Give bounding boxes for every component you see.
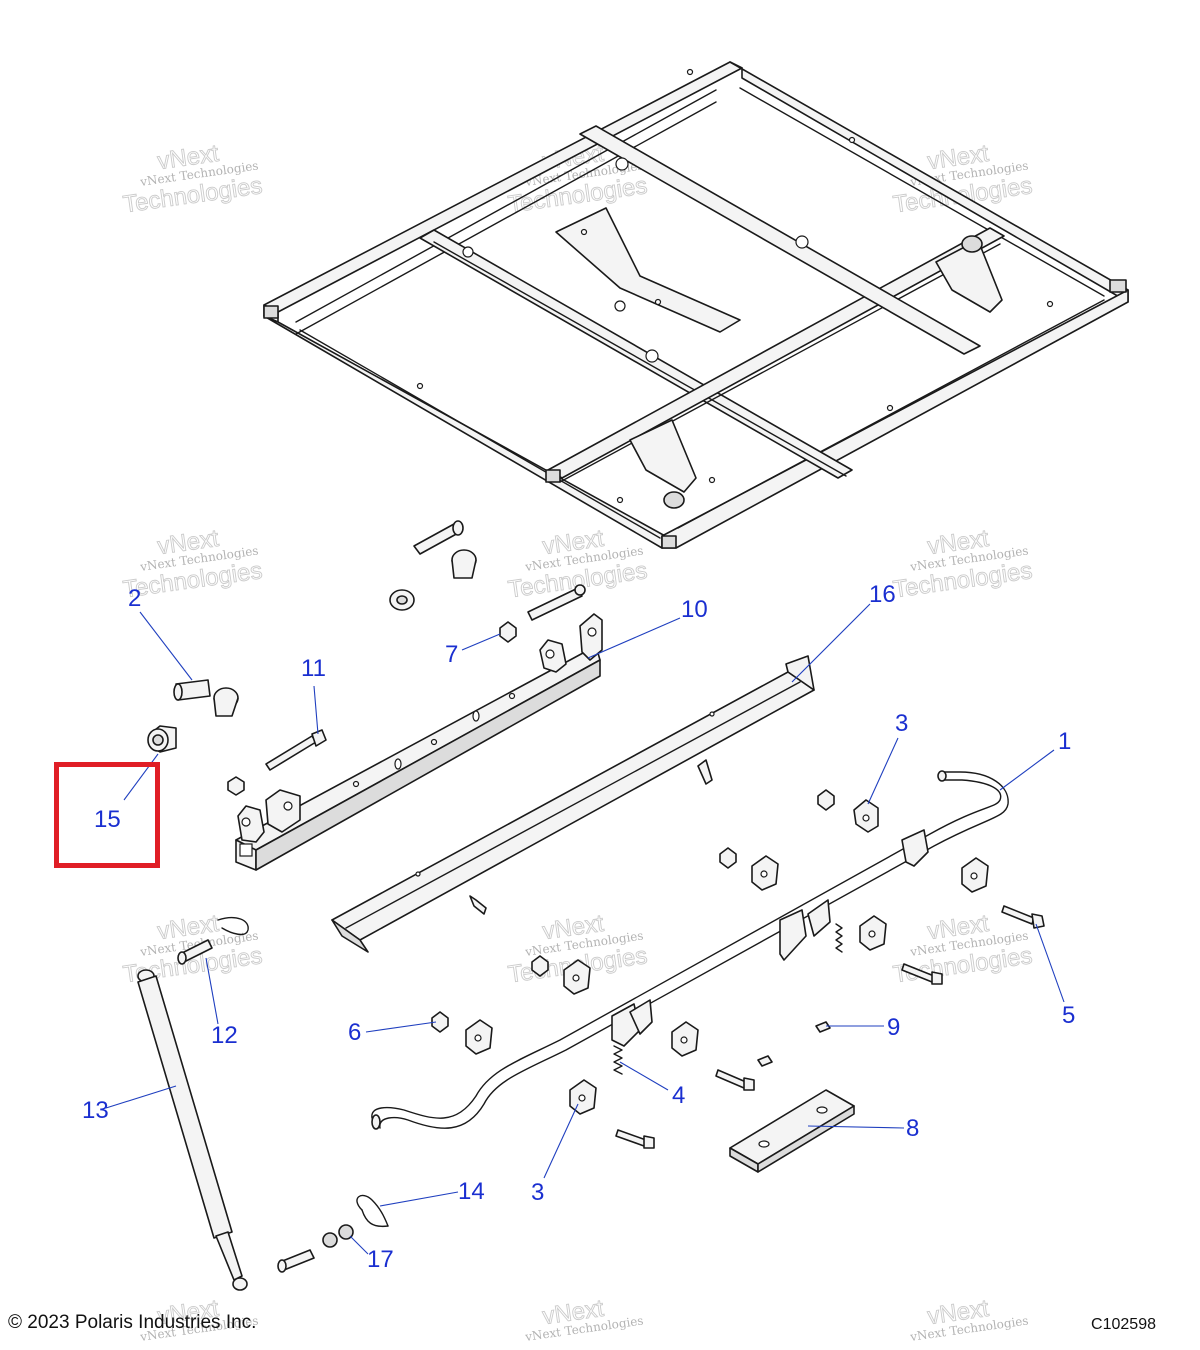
- callout-3: 3: [531, 1179, 544, 1206]
- callout-2: 2: [128, 585, 141, 612]
- bushing-part-2: [173, 679, 239, 717]
- callout-13: 13: [82, 1097, 109, 1124]
- callout-9: 9: [887, 1014, 900, 1041]
- bolt-part-11: [265, 729, 327, 771]
- angle-rail-part-16: [331, 655, 815, 953]
- bolts: [615, 905, 1045, 1149]
- callout-10: 10: [681, 596, 708, 623]
- bushing-part-17: [277, 1224, 354, 1273]
- callout-1: 1: [1058, 728, 1071, 755]
- screw-part-9: [757, 1021, 831, 1067]
- hinge-bracket-part-10: [235, 613, 603, 871]
- watermark: vNext vNext Technologies Technologies: [891, 139, 1034, 218]
- nut-part-7: [499, 621, 517, 643]
- leader-lines: [105, 603, 1065, 1255]
- callout-11: 11: [301, 655, 326, 682]
- gas-strut-part-13: [137, 969, 248, 1291]
- callout-15: 15: [94, 806, 121, 833]
- plate-part-8: [729, 1089, 855, 1173]
- bed-frame: [263, 61, 1129, 549]
- watermark: vNext vNext Technologies Technologies: [121, 139, 264, 218]
- drawing-number: C102598: [1091, 1316, 1156, 1333]
- callout-3: 3: [895, 710, 908, 737]
- callout-12: 12: [211, 1022, 238, 1049]
- callout-16: 16: [869, 581, 896, 608]
- callout-8: 8: [906, 1115, 919, 1142]
- upper-bushings: [389, 520, 586, 621]
- callout-5: 5: [1062, 1002, 1075, 1029]
- callout-7: 7: [445, 641, 458, 668]
- copyright-notice: © 2023 Polaris Industries Inc.: [8, 1312, 257, 1333]
- flanged-bushing-part-15: [147, 725, 177, 753]
- watermark: vNext vNext Technologies: [523, 1294, 644, 1344]
- watermark: vNext vNext Technologies Technologies: [891, 524, 1034, 603]
- pin-part-12: [177, 916, 249, 965]
- highlight-box-part-15: [54, 762, 160, 868]
- spring-part-4: [613, 923, 843, 1075]
- callout-17: 17: [367, 1246, 394, 1273]
- watermark: vNext vNext Technologies Technologies: [891, 909, 1034, 988]
- nut-part-11: [227, 776, 245, 796]
- clip-part-3: [465, 799, 989, 1115]
- callout-6: 6: [348, 1019, 361, 1046]
- nuts: [431, 789, 835, 1033]
- callout-4: 4: [672, 1082, 685, 1109]
- clip-part-14: [356, 1194, 389, 1228]
- latch-rod-part-1: [371, 770, 1009, 1130]
- callout-14: 14: [458, 1178, 485, 1205]
- watermark-layer: vNext vNext Technologies Technologies vN…: [121, 139, 1034, 1344]
- watermark: vNext vNext Technologies: [908, 1294, 1029, 1344]
- callouts: 1 2 3 3 4 5 6 7 8 9 10 11 12 13 14 15 16…: [82, 581, 1075, 1273]
